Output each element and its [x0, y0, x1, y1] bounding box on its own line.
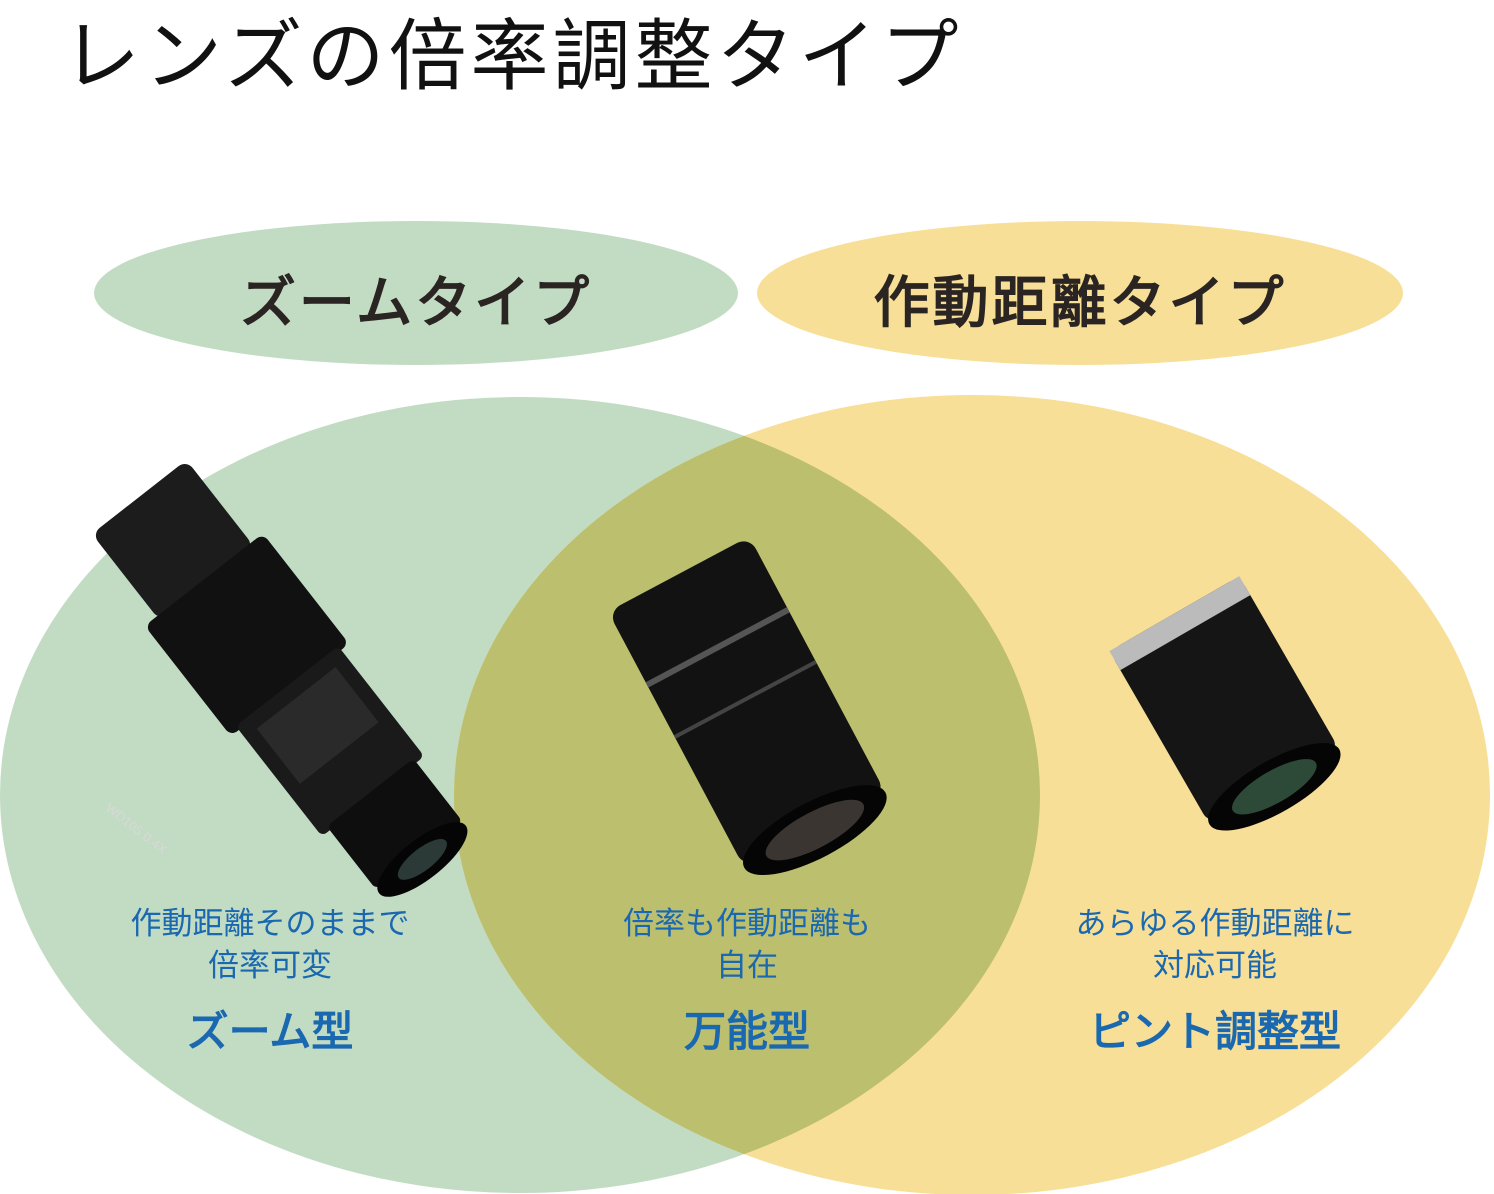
desc-line: 倍率も作動距離も — [623, 906, 871, 942]
desc-line: 倍率可変 — [208, 948, 332, 984]
zoom-type-name: ズーム型 — [186, 1007, 354, 1056]
zoom-lens-image — [95, 464, 468, 897]
desc-line: 自在 — [716, 948, 778, 984]
fixed-lens-image — [1109, 576, 1341, 831]
wd-type-pill — [757, 221, 1403, 365]
desc-line: 対応可能 — [1153, 948, 1277, 984]
universal-desc: 倍率も作動距離も 自在 — [547, 903, 947, 987]
zoom-type-pill — [94, 221, 738, 365]
universal-type-name: 万能型 — [683, 1007, 810, 1056]
focus-desc: あらゆる作動距離に 対応可能 — [1015, 903, 1415, 987]
desc-line: あらゆる作動距離に — [1075, 906, 1355, 942]
desc-line: 作動距離そのままで — [130, 906, 410, 942]
page-title: レンズの倍率調整タイプ — [62, 12, 963, 102]
wd-type-label: 作動距離タイプ — [873, 271, 1287, 336]
variable-lens-image — [612, 541, 887, 876]
zoom-desc: 作動距離そのままで 倍率可変 — [70, 903, 470, 987]
focus-type-name: ピント調整型 — [1088, 1007, 1341, 1056]
zoom-type-label: ズームタイプ — [239, 271, 593, 336]
